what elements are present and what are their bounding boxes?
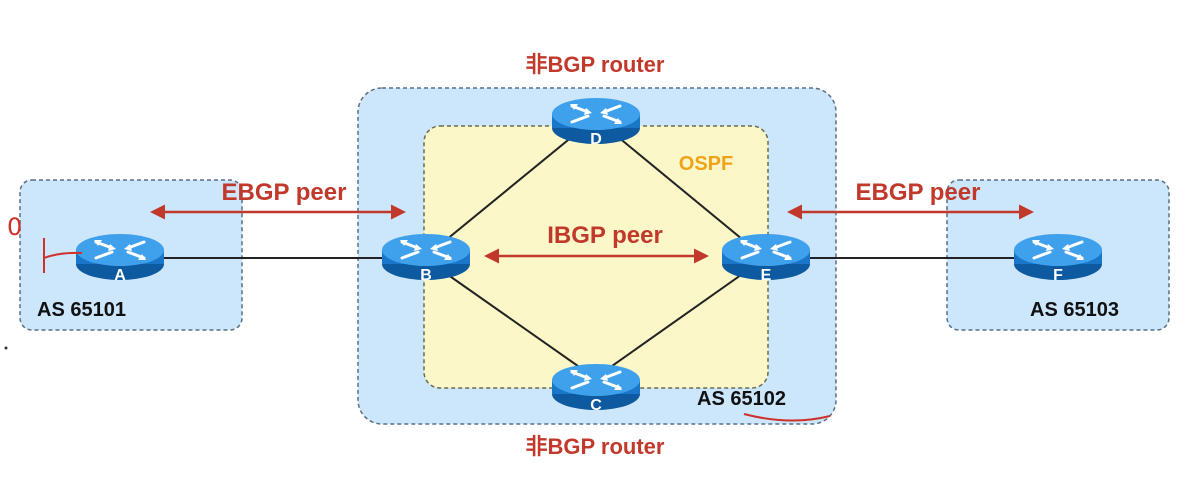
ebgp-peer-right-label: EBGP peer [856,179,981,206]
handwritten-underline-mark [743,413,831,422]
router-d-label: D [590,131,602,148]
router-a: A [74,232,166,284]
link-b-c [423,257,596,379]
as-65103-label: AS 65103 [1030,299,1119,321]
handwritten-dot-mark [4,346,8,350]
handwritten-zero-mark: 0 [7,213,22,241]
as-65102-label: AS 65102 [697,388,786,410]
ospf-label: OSPF [679,153,733,175]
router-b: B [380,232,472,284]
link-b-d [423,117,596,259]
router-b-label: B [420,267,432,284]
link-d-e [594,117,766,259]
router-e-label: E [761,267,772,284]
ibgp-peer-label: IBGP peer [547,222,663,249]
as-65101-label: AS 65101 [37,299,126,321]
router-c: C [550,362,642,414]
router-c-label: C [590,397,602,414]
router-a-label: A [114,267,126,284]
router-d: D [550,96,642,148]
handwritten-line-mark [43,238,83,273]
ebgp-peer-left-label: EBGP peer [222,179,347,206]
top-non-bgp-router-label: 非BGP router [526,52,665,77]
router-f-label: F [1053,267,1063,284]
router-e: E [720,232,812,284]
link-c-e [594,257,766,379]
router-f: F [1012,232,1104,284]
bottom-non-bgp-router-label: 非BGP router [526,434,665,459]
